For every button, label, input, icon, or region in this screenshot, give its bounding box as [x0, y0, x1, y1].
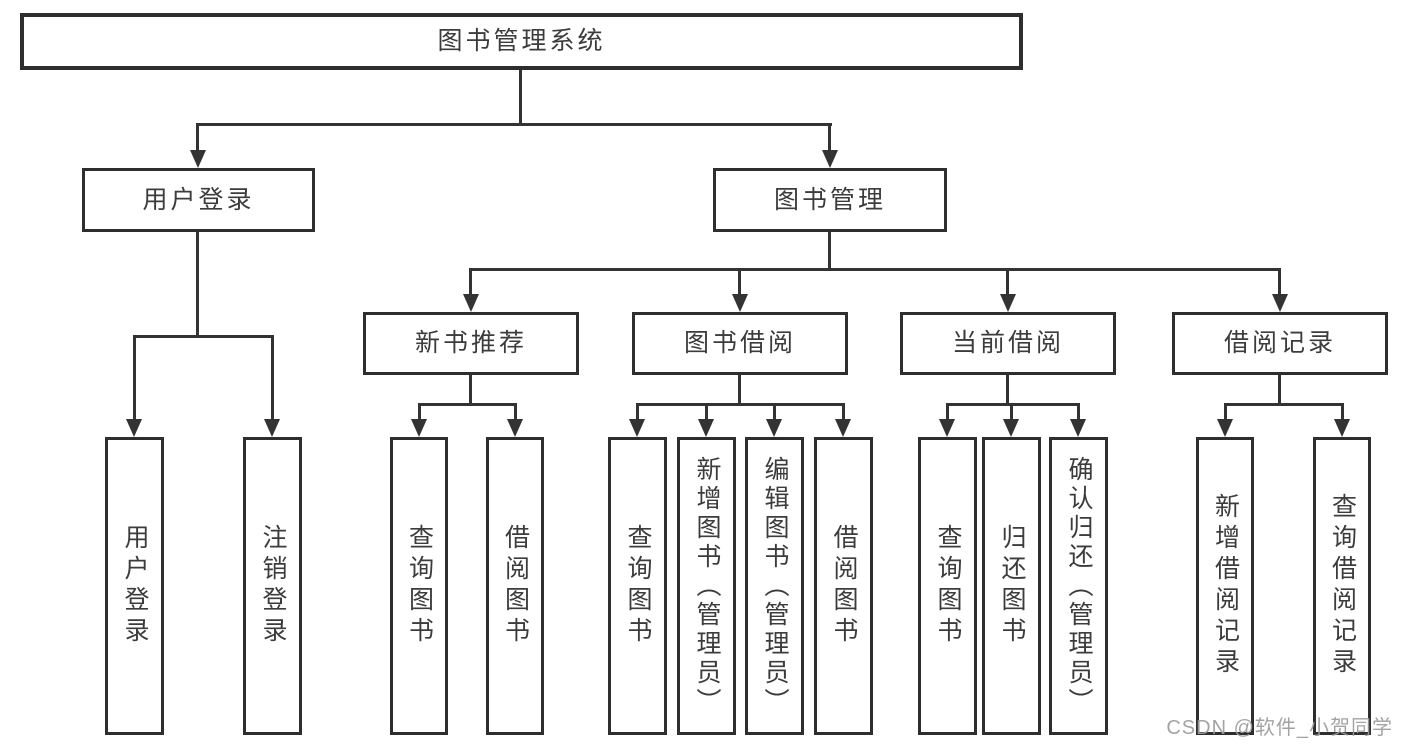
arrow-new-book — [463, 294, 479, 312]
node-new-book-recommendation: 新书推荐 — [363, 312, 579, 375]
arrow-book-management — [822, 150, 838, 168]
connector-drop-book-management — [828, 123, 831, 153]
node-user-login: 用户登录 — [82, 168, 315, 232]
leaf-query-books-current: 查询图书 — [918, 437, 977, 735]
node-borrowing-records: 借阅记录 — [1172, 312, 1388, 375]
connector-drop — [842, 403, 845, 421]
leaf-logout: 注销登录 — [243, 437, 302, 735]
connector-drop-borrow-records — [1278, 268, 1281, 296]
connector-drop-user-login — [196, 123, 199, 153]
connector-bookborrow-bar — [636, 403, 845, 406]
connector-root-bar — [196, 123, 832, 126]
arrow-book-borrow — [732, 294, 748, 312]
node-borrowing-records-label: 借阅记录 — [1223, 329, 1336, 357]
connector-drop-logout-leaf — [271, 335, 274, 421]
connector-drop-book-borrow — [738, 268, 741, 296]
node-user-login-label: 用户登录 — [142, 185, 255, 214]
connector-book-mgmt-stem — [828, 232, 831, 271]
connector-currentborrow-stem — [1006, 375, 1009, 406]
connector-bookborrow-stem — [738, 375, 741, 406]
leaf-logout-label: 注销登录 — [259, 524, 287, 648]
connector-drop — [946, 403, 949, 421]
arrow-leaf — [507, 419, 523, 437]
leaf-return-books: 归还图书 — [982, 437, 1041, 735]
connector-drop — [705, 403, 708, 421]
leaf-add-book-admin-label: 新增图书（管理员） — [693, 455, 721, 717]
leaf-add-borrow-record: 新增借阅记录 — [1196, 437, 1254, 735]
arrow-leaf — [835, 419, 851, 437]
leaf-user-login: 用户登录 — [105, 437, 164, 735]
connector-drop-login-leaf — [133, 335, 136, 421]
connector-drop — [773, 403, 776, 421]
arrow-user-login — [190, 150, 206, 168]
connector-user-login-bar — [133, 335, 274, 338]
arrow-leaf — [939, 419, 955, 437]
leaf-query-borrow-record-label: 查询借阅记录 — [1328, 493, 1357, 679]
leaf-borrow-books-borrowing: 借阅图书 — [814, 437, 873, 735]
arrow-login-leaf — [126, 419, 142, 437]
connector-drop-current-borrow — [1006, 268, 1009, 296]
connector-drop-new-book — [469, 268, 472, 296]
arrow-borrow-records — [1272, 294, 1288, 312]
connector-drop — [514, 403, 517, 421]
leaf-return-books-label: 归还图书 — [998, 524, 1026, 648]
leaf-confirm-return-admin: 确认归还（管理员） — [1049, 437, 1108, 735]
connector-drop — [1010, 403, 1013, 421]
arrow-leaf — [1217, 419, 1233, 437]
connector-records-stem — [1278, 375, 1281, 406]
leaf-query-books-borrowing-label: 查询图书 — [624, 524, 652, 648]
arrow-leaf — [766, 419, 782, 437]
arrow-leaf — [698, 419, 714, 437]
arrow-leaf — [1003, 419, 1019, 437]
arrow-leaf — [411, 419, 427, 437]
leaf-borrow-books-recommend: 借阅图书 — [486, 437, 544, 735]
leaf-confirm-return-admin-label: 确认归还（管理员） — [1065, 455, 1093, 717]
connector-user-login-stem — [196, 232, 199, 338]
node-current-borrowing: 当前借阅 — [900, 312, 1116, 375]
connector-drop — [1224, 403, 1227, 421]
connector-drop — [1341, 403, 1344, 421]
node-book-borrowing: 图书借阅 — [632, 312, 848, 375]
connector-book-mgmt-bar — [470, 268, 1281, 271]
node-current-borrowing-label: 当前借阅 — [951, 329, 1064, 357]
arrow-leaf — [1070, 419, 1086, 437]
node-book-borrowing-label: 图书借阅 — [683, 329, 796, 357]
watermark: CSDN @软件_小贺同学 — [1166, 717, 1393, 739]
leaf-add-borrow-record-label: 新增借阅记录 — [1211, 493, 1240, 679]
node-book-management: 图书管理 — [713, 168, 947, 232]
arrow-current-borrow — [1000, 294, 1016, 312]
leaf-add-book-admin: 新增图书（管理员） — [677, 437, 736, 735]
node-book-management-label: 图书管理 — [773, 185, 886, 214]
leaf-query-borrow-record: 查询借阅记录 — [1313, 437, 1371, 735]
arrow-leaf — [1334, 419, 1350, 437]
connector-drop — [636, 403, 639, 421]
node-library-system-label: 图书管理系统 — [437, 27, 606, 55]
leaf-query-books-recommend-label: 查询图书 — [405, 524, 434, 648]
arrow-logout-leaf — [264, 419, 280, 437]
connector-newbook-stem — [469, 375, 472, 406]
leaf-edit-book-admin-label: 编辑图书（管理员） — [761, 455, 789, 717]
leaf-query-books-current-label: 查询图书 — [934, 524, 962, 648]
leaf-borrow-books-recommend-label: 借阅图书 — [501, 524, 530, 648]
leaf-query-books-borrowing: 查询图书 — [608, 437, 667, 735]
connector-newbook-bar — [418, 403, 517, 406]
connector-records-bar — [1224, 403, 1344, 406]
connector-root-stem — [519, 70, 522, 126]
node-library-system: 图书管理系统 — [20, 13, 1023, 70]
leaf-edit-book-admin: 编辑图书（管理员） — [745, 437, 804, 735]
arrow-leaf — [629, 419, 645, 437]
connector-drop — [418, 403, 421, 421]
leaf-borrow-books-borrowing-label: 借阅图书 — [830, 524, 858, 648]
connector-drop — [1077, 403, 1080, 421]
leaf-query-books-recommend: 查询图书 — [390, 437, 448, 735]
connector-currentborrow-bar — [946, 403, 1080, 406]
node-new-book-recommendation-label: 新书推荐 — [414, 329, 527, 357]
leaf-user-login-label: 用户登录 — [121, 524, 149, 648]
